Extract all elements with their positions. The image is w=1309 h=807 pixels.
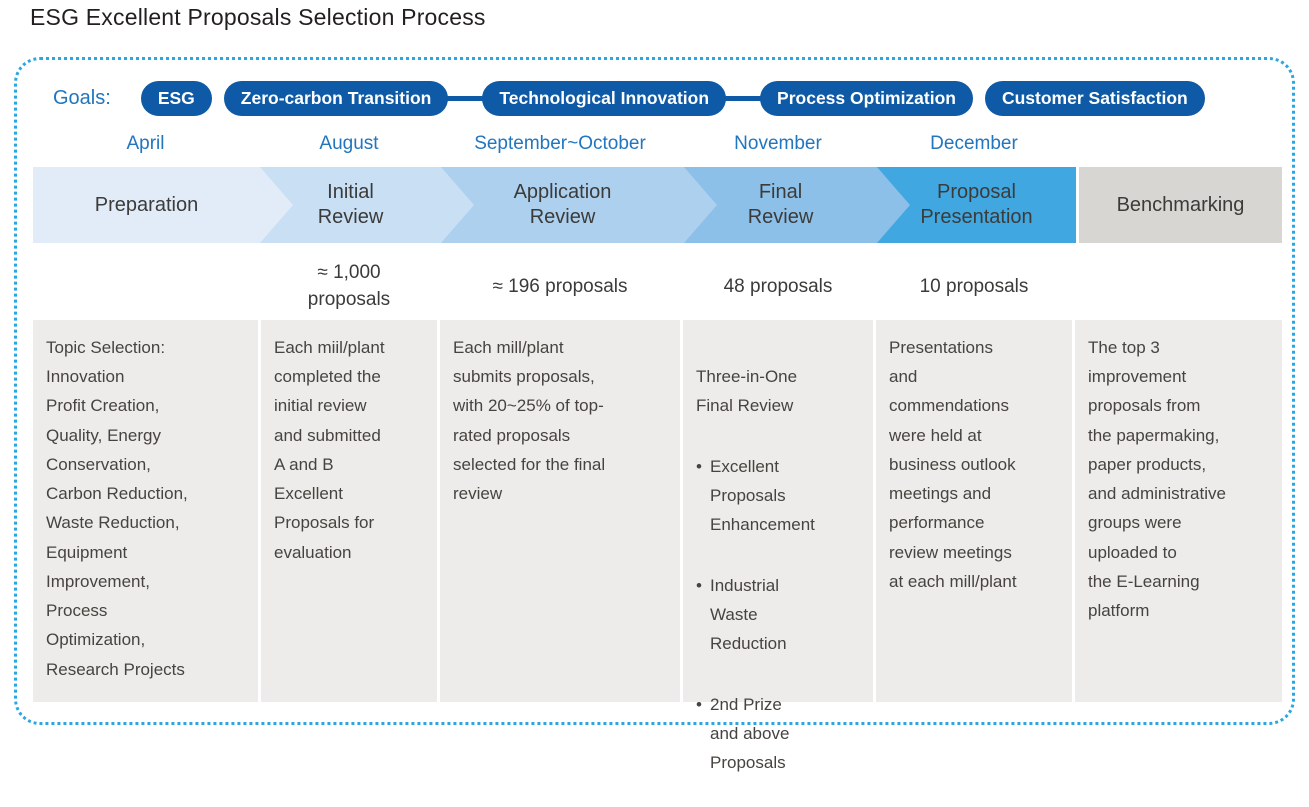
chevron-arrow-icon [684,167,717,243]
box-proposal-presentation: Presentations and commendations were hel… [876,320,1072,702]
count-proposal-presentation: 10 proposals [919,275,1029,297]
description-boxes: Topic Selection: Innovation Profit Creat… [33,320,1282,772]
process-steps: Preparation Initial Review Application R… [33,167,1282,243]
step-label: Application Review [513,181,612,228]
month-september-october: September~October [474,133,646,154]
goals-row: Goals: ESG Zero-carbon Transition Techno… [33,80,1276,116]
box-preparation: Topic Selection: Innovation Profit Creat… [33,320,258,702]
chevron-arrow-icon [877,167,910,243]
month-august: August [319,133,379,154]
count-application-review: ≈ 196 proposals [492,275,628,297]
pill-connector [724,95,763,101]
step-benchmarking: Benchmarking [1079,167,1282,243]
timeline-months: April August September~October November … [33,133,1276,158]
final-review-bullet: Industrial Waste Reduction [696,571,861,659]
step-label: Final Review [747,181,814,228]
step-proposal-presentation: Proposal Presentation [877,167,1076,243]
count-initial-review: ≈ 1,000 proposals [307,262,391,310]
month-empty [1075,133,1282,158]
final-review-bullet: Excellent Proposals Enhancement [696,452,861,540]
month-april: April [126,133,165,154]
goals-label: Goals: [53,86,111,109]
box-initial-review: Each miil/plant completed the initial re… [261,320,437,702]
box-application-review: Each mill/plant submits proposals, with … [440,320,680,702]
final-review-bullet: 2nd Prize and above Proposals [696,690,861,778]
process-frame: Goals: ESG Zero-carbon Transition Techno… [14,57,1295,772]
step-label: Proposal Presentation [920,181,1033,228]
final-review-intro: Three-in-One Final Review [696,367,798,416]
box-benchmarking: The top 3 improvement proposals from the… [1075,320,1282,702]
step-label: Initial Review [317,181,384,228]
pill-connector [446,95,485,101]
chevron-arrow-icon [260,167,293,243]
month-december: December [930,133,1018,154]
goal-pill-zero-carbon-transition: Zero-carbon Transition [223,80,449,116]
chevron-arrow-icon [441,167,474,243]
goal-pill-customer-satisfaction: Customer Satisfaction [984,80,1205,116]
proposal-counts: ≈ 1,000 proposals ≈ 196 proposals 48 pro… [33,256,1276,318]
goal-pill-technological-innovation: Technological Innovation [482,80,727,116]
page-title: ESG Excellent Proposals Selection Proces… [30,4,486,30]
step-label: Benchmarking [1116,193,1245,216]
goal-pill-esg: ESG [140,80,212,116]
step-preparation: Preparation [33,167,293,243]
month-november: November [734,133,822,154]
box-final-review: Three-in-One Final Review Excellent Prop… [683,320,873,772]
goal-pill-process-optimization: Process Optimization [760,80,973,116]
step-label: Preparation [94,193,199,216]
count-final-review: 48 proposals [723,275,833,297]
step-application-review: Application Review [441,167,717,243]
